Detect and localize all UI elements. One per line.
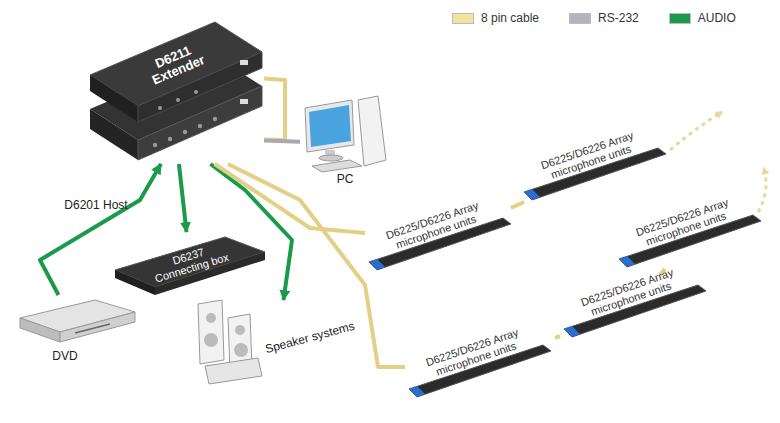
speaker-system-part — [206, 313, 216, 323]
microphone-unit: D6225/D6226 Array microphone units — [560, 275, 710, 339]
speaker-system-part — [198, 300, 224, 364]
pc-computer-part — [319, 155, 343, 161]
connecting-box: D6237 Connecting box — [110, 232, 270, 294]
speaker-system-part — [204, 333, 218, 347]
pc-computer — [305, 96, 386, 172]
continuation-arrow-part — [670, 112, 722, 150]
speaker-system-part — [235, 325, 245, 335]
host-device: D6201 Host — [88, 112, 264, 164]
audio-cable — [179, 164, 187, 232]
continuation-arrow-part — [758, 168, 766, 212]
pc-computer: PC — [300, 98, 390, 188]
extender-device-part — [194, 90, 198, 94]
host-device-part — [183, 130, 187, 134]
dvd-player — [20, 300, 135, 342]
extender-device-part — [158, 106, 162, 110]
microphone-unit: D6225/D6226 Array microphone units — [365, 208, 515, 272]
legend-text: AUDIO — [698, 11, 736, 25]
legend-item: 8 pin cable — [452, 11, 539, 25]
extender-device — [90, 22, 262, 122]
device-label: D6225/D6226 Array microphone units — [621, 192, 746, 254]
legend-item: AUDIO — [669, 11, 736, 25]
extender-device-part — [240, 60, 248, 65]
continuation-arrow — [670, 112, 766, 212]
speaker-system — [198, 300, 262, 384]
dvd-player-part — [75, 324, 110, 333]
microphone-unit: D6225/D6226 Array microphone units — [615, 205, 765, 269]
microphone-unit-part — [409, 386, 425, 397]
host-device-part — [198, 124, 202, 128]
pc-computer-part — [358, 96, 386, 166]
device-label: PC — [337, 173, 354, 186]
eight-pin-cable — [228, 164, 405, 367]
device-label: DVD — [52, 350, 77, 363]
eight-pin-cable — [511, 202, 524, 208]
dvd-player: DVD — [15, 295, 140, 367]
microphone-unit-part — [369, 259, 385, 270]
speaker-system: Speaker systems — [190, 300, 365, 385]
dvd-player-part — [20, 318, 60, 342]
host-device-part — [168, 137, 172, 141]
microphone-unit-part — [564, 326, 580, 337]
device-label: D6225/D6226 Array microphone units — [566, 262, 691, 324]
device-label: Speaker systems — [264, 320, 356, 357]
legend-swatch — [452, 13, 474, 24]
legend-text: 8 pin cable — [481, 11, 539, 25]
device-label: D6225/D6226 Array microphone units — [411, 322, 536, 384]
pc-computer-part — [309, 105, 351, 147]
host-device-part — [240, 99, 248, 104]
device-label: D6237 Connecting box — [147, 238, 232, 285]
audio-cable — [211, 164, 293, 300]
microphone-unit-part — [619, 256, 635, 267]
eight-pin-cable — [264, 78, 285, 140]
legend-item: RS-232 — [569, 11, 639, 25]
microphone-unit: D6225/D6226 Array microphone units — [405, 335, 555, 399]
device-label: D6225/D6226 Array microphone units — [526, 125, 651, 187]
extender-device-part — [90, 75, 138, 122]
legend-swatch — [569, 13, 591, 24]
dvd-player-part — [60, 312, 135, 342]
rs232-cable — [264, 141, 300, 142]
speaker-system-part — [205, 358, 262, 384]
audio-cable — [40, 164, 161, 295]
device-label: D6201 Host — [64, 199, 127, 212]
connecting-box-device-part — [115, 270, 155, 295]
legend-swatch — [669, 13, 691, 24]
host-device-part — [213, 117, 217, 121]
eight-pin-cable — [215, 164, 365, 233]
extender-device: D6211 Extender — [88, 20, 264, 124]
pc-computer-part — [312, 160, 362, 172]
microphone-unit-part — [524, 189, 540, 200]
speaker-system-part — [234, 343, 248, 357]
device-label: D6225/D6226 Array microphone units — [371, 195, 496, 257]
microphone-unit: D6225/D6226 Array microphone units — [520, 138, 670, 202]
extender-device-part — [176, 98, 180, 102]
host-device-part — [153, 143, 157, 147]
legend-text: RS-232 — [598, 11, 639, 25]
device-label: D6211 Extender — [138, 37, 214, 91]
connecting-box-device — [115, 237, 265, 295]
legend: 8 pin cable RS-232 AUDIO — [452, 11, 766, 25]
eight-pin-cable — [555, 336, 560, 338]
pc-computer-part — [305, 100, 354, 152]
